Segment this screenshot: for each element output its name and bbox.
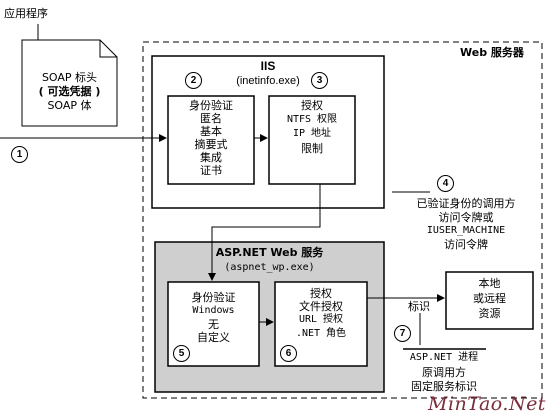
aspnet-authz-line: 授权 bbox=[310, 287, 332, 300]
iis-auth-line: 摘要式 bbox=[194, 138, 228, 151]
iis-authz-line: NTFS 权限 bbox=[286, 114, 338, 125]
resource-line: 本地 bbox=[478, 277, 501, 290]
iis-auth-line: 集成 bbox=[200, 151, 222, 164]
step-4-badge: 4 bbox=[437, 175, 454, 192]
step-7-badge: 7 bbox=[394, 325, 411, 342]
step-5-badge: 5 bbox=[173, 345, 190, 362]
aspnet-authz-line: 文件授权 bbox=[299, 300, 343, 313]
resource-line: 或远程 bbox=[473, 292, 506, 305]
aspnet-authz-box bbox=[274, 281, 368, 367]
iis-process: (inetinfo.exe) bbox=[236, 75, 300, 87]
soap-body-text: SOAP 体 bbox=[47, 99, 92, 112]
iis-auth-box bbox=[167, 95, 255, 185]
resource-line: 资源 bbox=[478, 307, 501, 320]
token-note-line: IUSER_MACHINE bbox=[426, 225, 506, 236]
aspnet-auth-line: 身份验证 bbox=[191, 291, 236, 304]
step-2-badge: 2 bbox=[185, 72, 202, 89]
resource-box bbox=[445, 271, 534, 330]
app-label: 应用程序 bbox=[4, 7, 48, 20]
aspnet-authz-line: .NET 角色 bbox=[295, 328, 347, 339]
step-1-badge: 1 bbox=[11, 146, 28, 163]
aspnet-auth-line: 自定义 bbox=[197, 331, 230, 344]
iis-auth-line: 基本 bbox=[200, 125, 222, 138]
token-note-line: 访问令牌 bbox=[444, 238, 488, 251]
identity-label: 标识 bbox=[408, 300, 430, 313]
iis-to-aspnet-arrow bbox=[208, 184, 321, 281]
iis-title: IIS bbox=[260, 59, 276, 73]
identity-note-line: 原调用方 bbox=[422, 366, 466, 379]
iis-auth-line: 证书 bbox=[200, 164, 222, 177]
token-note-line: 访问令牌或 bbox=[438, 211, 494, 224]
iis-auth-line: 身份验证 bbox=[189, 99, 233, 112]
identity-note-line: ASP.NET 进程 bbox=[409, 352, 479, 363]
aspnet-title: ASP.NET Web 服务 bbox=[215, 246, 324, 259]
soap-header-text: SOAP 标头 bbox=[41, 71, 98, 84]
soap-credentials-text: ( 可选凭据 ) bbox=[38, 85, 101, 98]
identity-note-line: 固定服务标识 bbox=[411, 380, 477, 393]
aspnet-auth-line: 无 bbox=[208, 318, 219, 331]
soap-document-fold bbox=[99, 40, 117, 58]
aspnet-auth-line: Windows bbox=[192, 305, 235, 316]
token-note-line: 已验证身份的调用方 bbox=[416, 197, 516, 210]
aspnet-process: (aspnet_wp.exe) bbox=[224, 262, 315, 273]
soap-document-shape bbox=[21, 39, 118, 127]
watermark: MinTao.Net bbox=[428, 393, 546, 415]
iis-auth-line: 匿名 bbox=[200, 112, 222, 125]
iis-authz-box bbox=[268, 95, 356, 185]
aspnet-authz-line: URL 授权 bbox=[298, 314, 344, 325]
web-server-label: Web 服务器 bbox=[460, 46, 524, 59]
iis-authz-line: 授权 bbox=[301, 99, 323, 112]
iis-authz-line: IP 地址 bbox=[292, 128, 332, 139]
iis-authz-line: 限制 bbox=[301, 142, 323, 155]
step-6-badge: 6 bbox=[280, 345, 297, 362]
step-3-badge: 3 bbox=[311, 72, 328, 89]
web-server-boundary bbox=[142, 41, 543, 399]
